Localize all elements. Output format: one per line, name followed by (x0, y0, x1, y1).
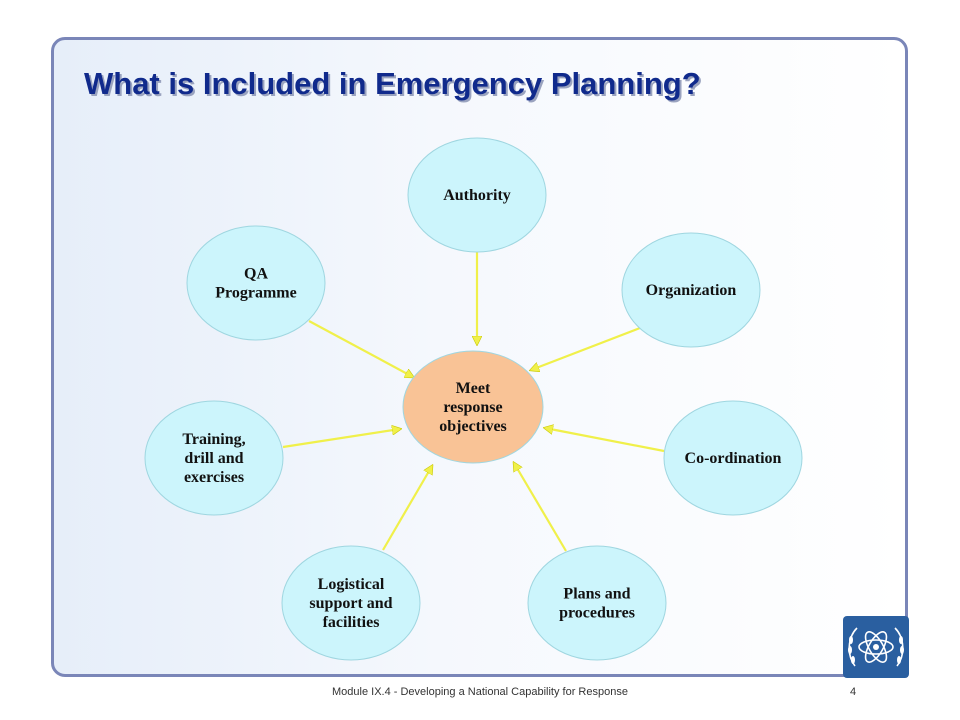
node-training-label-line: drill and (184, 450, 243, 467)
node-center-objectives-label-line: response (443, 399, 502, 416)
node-center-objectives: Meet response objectives (402, 350, 544, 464)
arrow-training-to-center (282, 429, 400, 449)
node-logistical-label-line: Logistical (318, 576, 385, 593)
node-training-ellipse (144, 400, 284, 516)
node-training: Training, drill and exercises (144, 400, 284, 516)
node-plans-label-line: Plans and (563, 586, 630, 603)
node-authority: Authority (407, 137, 547, 253)
node-qa-ellipse (186, 225, 326, 341)
node-logistical: Logistical support and facilities (281, 545, 421, 661)
iaea-atom-laurel-icon (848, 627, 904, 667)
arrow-organization-to-center (531, 326, 641, 370)
nodes-layer: AuthorityOrganizationCo-ordinationPlans … (144, 137, 803, 661)
footer-module-text: Module IX.4 - Developing a National Capa… (332, 686, 628, 698)
node-plans: Plans and procedures (527, 545, 667, 661)
arrows-layer (282, 252, 665, 552)
node-logistical-label-line: support and (309, 595, 392, 612)
arrow-coordination-to-center (545, 428, 665, 453)
arrow-plans-to-center (514, 463, 567, 552)
node-organization: Organization (621, 232, 761, 348)
node-training-label-line: exercises (184, 469, 244, 486)
node-qa-label-line: QA (244, 266, 268, 283)
node-logistical-label-line: facilities (323, 614, 380, 631)
node-center-objectives-label-line: Meet (456, 380, 491, 397)
arrow-logistical-to-center (382, 466, 432, 551)
page-number: 4 (850, 686, 857, 698)
arrow-qa-to-center (308, 320, 413, 377)
node-center-objectives-ellipse (402, 350, 544, 464)
slide-title: What is Included in Emergency Planning? (84, 66, 701, 101)
node-organization-ellipse (621, 232, 761, 348)
node-authority-label-line: Authority (443, 187, 511, 204)
node-organization-label-line: Organization (646, 282, 737, 299)
iaea-logo (843, 616, 909, 678)
node-coordination-ellipse (663, 400, 803, 516)
node-center-objectives-label-line: objectives (439, 418, 507, 435)
node-authority-ellipse (407, 137, 547, 253)
node-coordination: Co-ordination (663, 400, 803, 516)
node-coordination-label-line: Co-ordination (685, 450, 782, 467)
node-qa-label-line: Programme (215, 285, 296, 302)
node-logistical-ellipse (281, 545, 421, 661)
node-plans-ellipse (527, 545, 667, 661)
node-plans-label-line: procedures (559, 605, 635, 622)
node-qa: QA Programme (186, 225, 326, 341)
node-training-label-line: Training, (182, 431, 245, 448)
